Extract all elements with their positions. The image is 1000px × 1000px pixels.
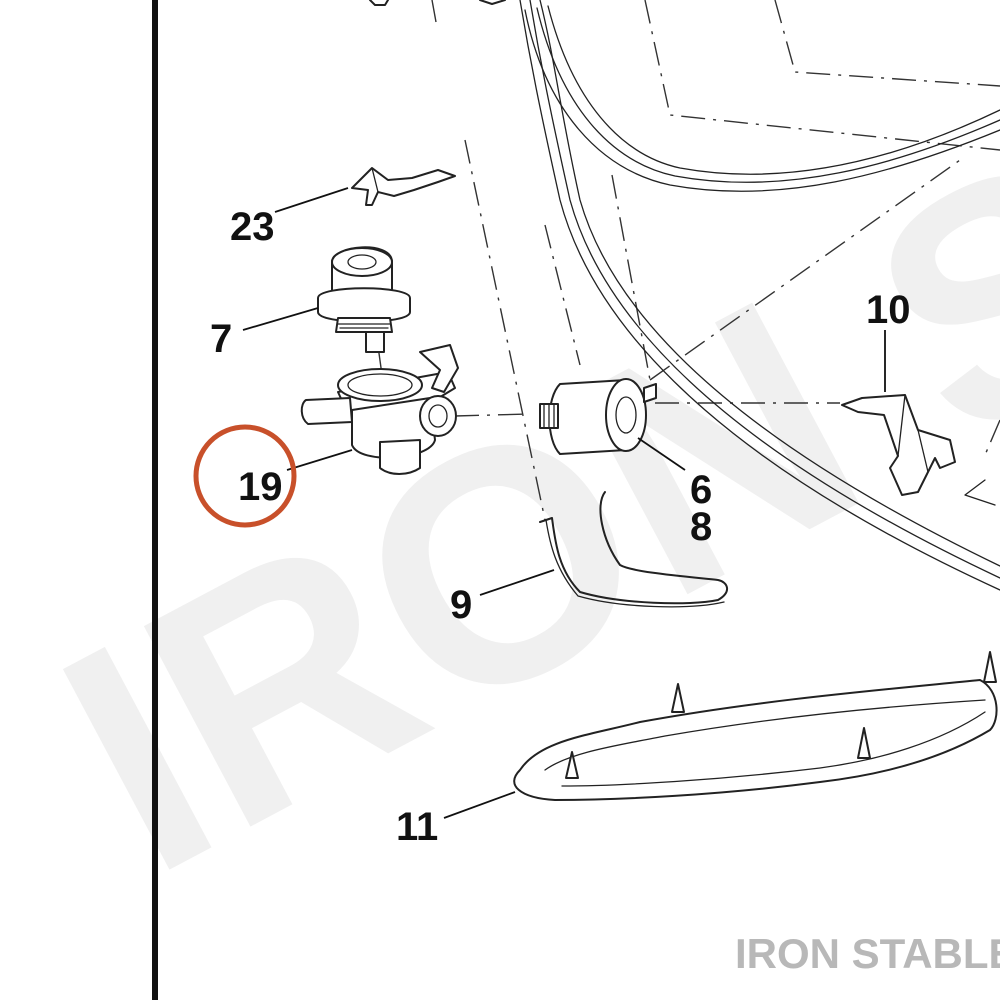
frame-lines [377,0,1000,521]
watermark-text: IRON STABLE [10,0,1000,942]
valve-body-part-19 [300,344,459,475]
gasket-part-11 [513,651,998,801]
watermark: IRON STABLE [10,0,1000,942]
callout-8: 8 [690,505,712,549]
callout-19: 19 [238,465,283,509]
harness-tubing [369,0,1000,591]
callout-10: 10 [866,288,911,332]
gasket-studs [565,651,997,779]
regulator-part-7 [317,246,411,353]
callout-labels: 23 7 19 10 6 8 9 11 [210,205,911,849]
spring-clips-part-8-9 [539,491,728,608]
highlight-ring [193,424,297,528]
page-border-line [152,0,158,1000]
filter-part-6 [539,378,657,455]
callout-6: 6 [690,468,712,512]
callout-11: 11 [396,805,438,849]
callout-9: 9 [450,583,472,627]
leader-lines [242,187,886,819]
clip-part-23 [351,167,456,206]
brand-logo-text: IRON STABLE [735,930,1000,977]
callout-23: 23 [230,205,275,249]
bracket-part-10 [841,394,956,496]
callout-7: 7 [210,317,232,361]
